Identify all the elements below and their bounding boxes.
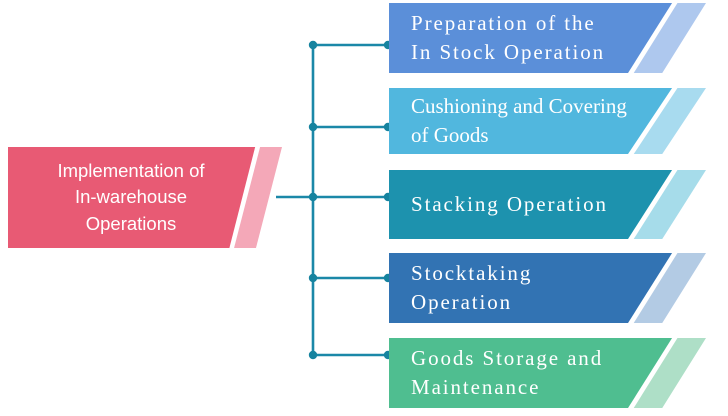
node-stocktaking-operation[interactable]: Stocktaking Operation [389, 253, 706, 323]
connector-dot-trunk-4 [308, 273, 318, 283]
root-node-body [8, 147, 256, 248]
connector-dot-trunk-5 [308, 350, 318, 360]
node-label: Preparation of the In Stock Operation [411, 11, 605, 64]
node-body [389, 253, 673, 323]
connector-dot-trunk-1 [308, 40, 318, 50]
connector-dot-trunk-3 [308, 192, 318, 202]
node-cushioning-covering[interactable]: Cushioning and Covering of Goods [389, 88, 706, 154]
root-node-implementation[interactable]: Implementation of In-warehouse Operation… [8, 147, 282, 248]
node-body [389, 88, 673, 154]
connector-dot-trunk-2 [308, 122, 318, 132]
node-goods-storage-maintenance[interactable]: Goods Storage and Maintenance [389, 338, 706, 408]
node-body [389, 170, 673, 239]
node-label: Stocktaking Operation [411, 261, 533, 314]
node-body [389, 3, 673, 73]
node-label: Stacking Operation [411, 192, 608, 217]
root-node-label: Implementation of In-warehouse Operation… [57, 160, 205, 234]
node-body [389, 338, 673, 408]
node-preparation-in-stock[interactable]: Preparation of the In Stock Operation [389, 3, 706, 73]
node-label: Cushioning and Covering of Goods [411, 94, 627, 147]
node-label: Goods Storage and Maintenance [411, 346, 604, 399]
node-stacking-operation[interactable]: Stacking Operation [389, 170, 706, 239]
